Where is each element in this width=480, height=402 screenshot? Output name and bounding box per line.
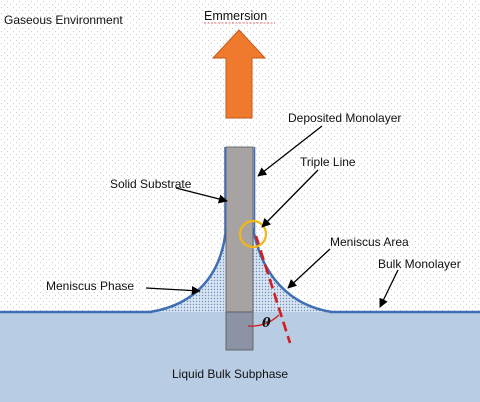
pointer-meniscus-phase: [145, 286, 201, 296]
solid-substrate-submerged: [225, 311, 254, 351]
label-emmersion: Emmersion: [204, 9, 267, 23]
label-contact-angle: θ: [262, 316, 271, 331]
meniscus-left: [150, 228, 226, 312]
label-bulk-monolayer: Bulk Monolayer: [378, 257, 461, 271]
label-deposited-monolayer: Deposited Monolayer: [288, 111, 401, 125]
label-meniscus-phase: Meniscus Phase: [46, 279, 134, 293]
contact-angle-line: [254, 235, 292, 344]
pointer-deposited-monolayer: [257, 125, 323, 177]
label-liquid-bulk-subphase: Liquid Bulk Subphase: [172, 367, 288, 381]
pointer-triple-line: [261, 169, 319, 228]
triple-line-circle: [238, 219, 268, 249]
solid-substrate: [225, 146, 254, 313]
meniscus-left-boundary: [149, 227, 228, 314]
label-gaseous-environment: Gaseous Environment: [4, 13, 123, 27]
label-triple-line: Triple Line: [300, 155, 356, 169]
contact-angle-arc: [247, 314, 280, 327]
meniscus-right: [253, 228, 332, 312]
label-solid-substrate: Solid Substrate: [110, 177, 192, 191]
pointer-solid-substrate: [175, 187, 228, 204]
label-meniscus-area: Meniscus Area: [330, 235, 409, 249]
emmersion-arrow: [211, 29, 267, 119]
meniscus-right-boundary: [251, 227, 333, 314]
pointer-bulk-monolayer: [379, 269, 399, 308]
pointer-meniscus-area: [287, 248, 331, 289]
